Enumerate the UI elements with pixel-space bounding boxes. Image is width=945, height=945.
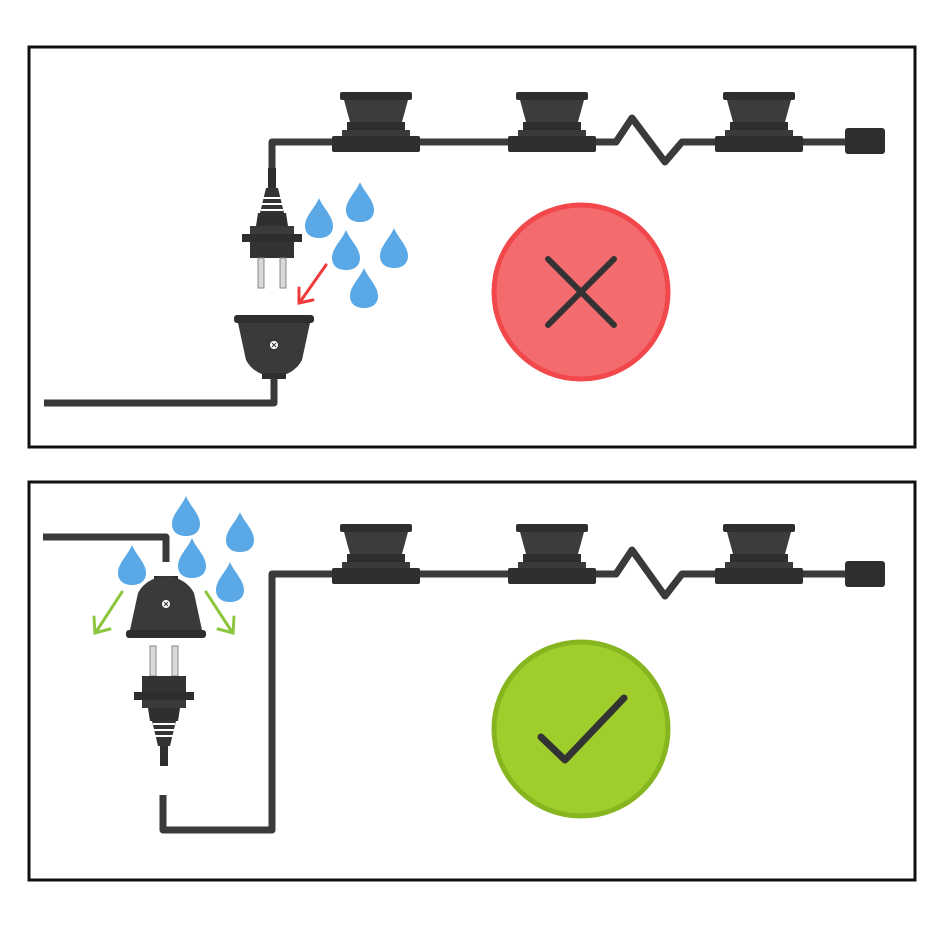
end-cap	[845, 128, 885, 154]
end-cap	[845, 561, 885, 587]
status-correct	[491, 639, 671, 819]
cable	[268, 114, 848, 168]
panel-correct	[27, 480, 917, 882]
cross-icon	[545, 256, 617, 328]
cable	[159, 546, 848, 834]
status-circle	[491, 639, 671, 819]
arrow-into-socket-icon	[297, 263, 328, 305]
light-string-top	[268, 92, 885, 168]
panel-wrong	[27, 45, 917, 449]
lead-cable	[44, 378, 278, 407]
arrows-away-icon	[92, 590, 236, 635]
status-incorrect	[491, 202, 671, 382]
check-icon	[537, 694, 628, 764]
light-string-bottom	[159, 524, 885, 834]
lead-cable	[43, 533, 170, 562]
